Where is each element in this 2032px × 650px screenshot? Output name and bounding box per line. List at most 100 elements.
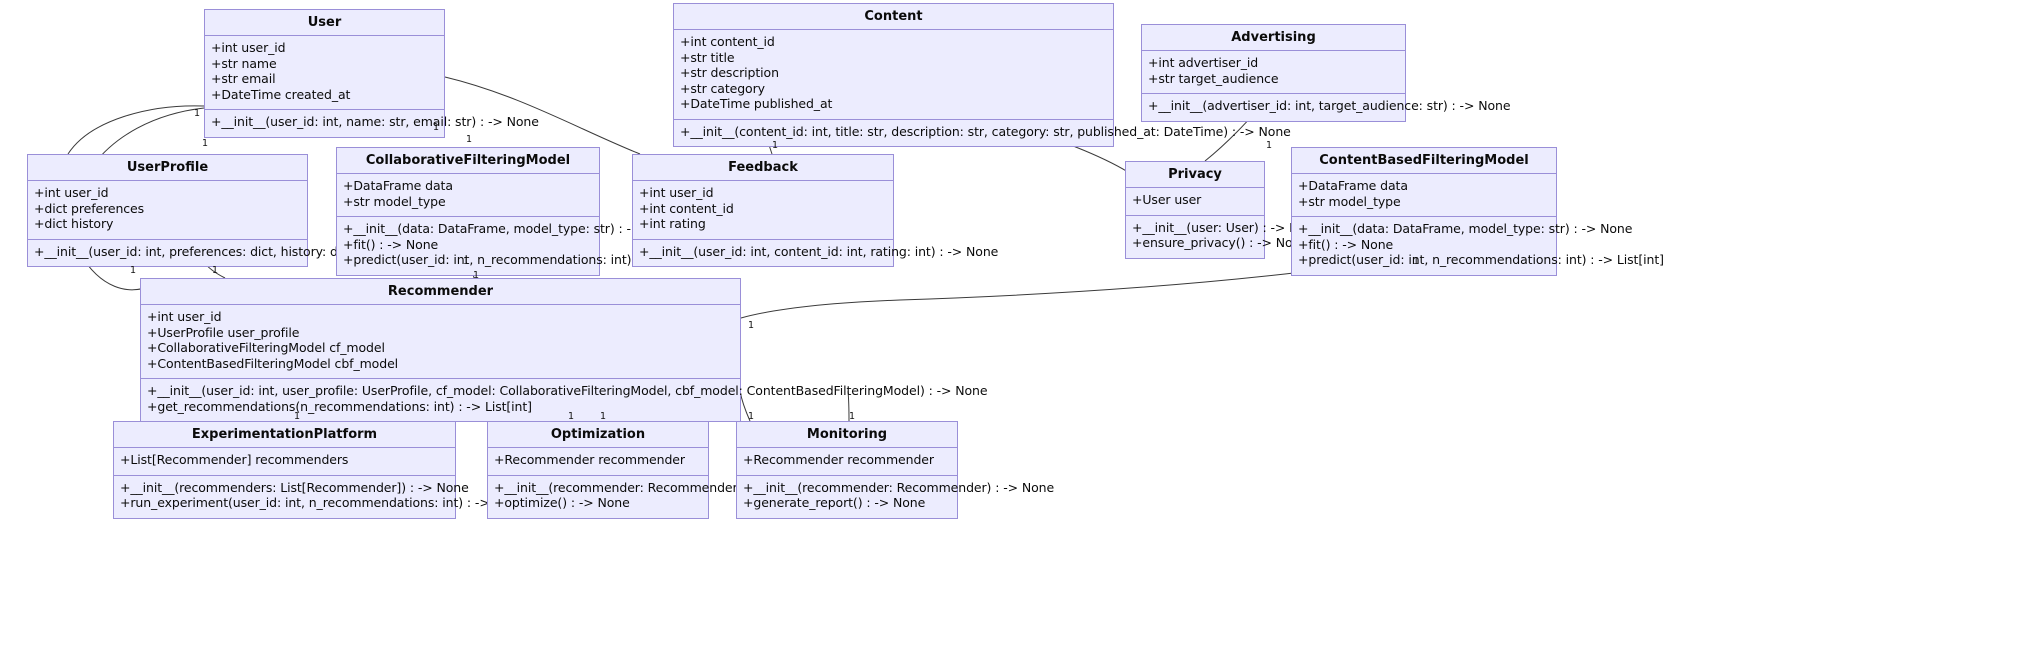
multiplicity-label: 1 bbox=[433, 122, 440, 133]
multiplicity-label: 1 bbox=[1413, 256, 1420, 267]
uml-attributes-recommender: +int user_id+UserProfile user_profile+Co… bbox=[141, 305, 740, 379]
uml-class-privacy[interactable]: Privacy+User user+__init__(user: User) :… bbox=[1125, 161, 1322, 259]
uml-attribute: +int user_id bbox=[211, 40, 286, 55]
uml-attribute: +dict history bbox=[34, 216, 114, 231]
uml-attribute: +UserProfile user_profile bbox=[147, 324, 300, 340]
uml-class-name-cbfmodel: ContentBasedFilteringModel bbox=[1292, 148, 1556, 174]
uml-methods-optimization: +__init__(recommender: Recommender) : ->… bbox=[488, 476, 806, 518]
multiplicity-label: 1 bbox=[849, 411, 856, 422]
uml-attributes-content: +int content_id+str title+str descriptio… bbox=[674, 30, 1113, 120]
uml-methods-cfmodel: +__init__(data: DataFrame, model_type: s… bbox=[337, 217, 709, 275]
multiplicity-label: 1 bbox=[600, 411, 607, 422]
uml-attribute: +int advertiser_id bbox=[1148, 55, 1259, 70]
uml-methods-user: +__init__(user_id: int, name: str, email… bbox=[205, 110, 539, 137]
uml-attribute: +int user_id bbox=[147, 309, 222, 324]
uml-class-experimentationplatform[interactable]: ExperimentationPlatform +List[Recommender… bbox=[113, 421, 599, 519]
uml-method: +__init__(content_id: int, title: str, d… bbox=[680, 123, 1291, 139]
uml-attribute: +int content_id bbox=[680, 34, 775, 49]
uml-attributes-advertising: +int advertiser_id+str target_audience bbox=[1142, 51, 1405, 94]
uml-attribute: +str title bbox=[680, 49, 735, 65]
uml-class-name-cfmodel: CollaborativeFilteringModel bbox=[337, 148, 599, 174]
multiplicity-label: 1 bbox=[473, 270, 480, 281]
multiplicity-label: 1 bbox=[772, 140, 779, 151]
uml-class-cbfmodel[interactable]: ContentBasedFilteringModel+DataFrame dat… bbox=[1291, 147, 1664, 276]
uml-method: +predict(user_id: int, n_recommendations… bbox=[1298, 252, 1664, 267]
uml-attribute: +User user bbox=[1132, 192, 1202, 207]
uml-method: +__init__(recommender: Recommender) : ->… bbox=[494, 479, 806, 495]
uml-class-userprofile[interactable]: UserProfile+int user_id+dict preferences… bbox=[27, 154, 421, 267]
uml-methods-recommender: +__init__(user_id: int, user_profile: Us… bbox=[141, 379, 988, 421]
uml-attribute: +Recommender recommender bbox=[743, 452, 934, 467]
uml-methods-advertising: +__init__(advertiser_id: int, target_aud… bbox=[1142, 94, 1511, 121]
uml-method: +fit() : -> None bbox=[1298, 236, 1394, 252]
uml-attribute: +DateTime published_at bbox=[680, 96, 833, 111]
uml-class-feedback[interactable]: Feedback+int user_id+int content_id+int … bbox=[632, 154, 999, 267]
uml-methods-cbfmodel: +__init__(data: DataFrame, model_type: s… bbox=[1292, 217, 1664, 275]
uml-method: +__init__(recommender: Recommender) : ->… bbox=[743, 479, 1055, 495]
uml-attribute: +List[Recommender] recommenders bbox=[120, 452, 349, 467]
uml-method: +optimize() : -> None bbox=[494, 495, 630, 510]
uml-class-name-recommender: Recommender bbox=[141, 279, 740, 305]
uml-class-name-userprofile: UserProfile bbox=[28, 155, 307, 181]
uml-class-name-optimization: Optimization bbox=[488, 422, 708, 448]
uml-class-cfmodel[interactable]: CollaborativeFilteringModel+DataFrame da… bbox=[336, 147, 709, 276]
uml-method: +__init__(data: DataFrame, model_type: s… bbox=[343, 221, 678, 236]
uml-method: +run_experiment(user_id: int, n_recommen… bbox=[120, 495, 599, 510]
uml-methods-feedback: +__init__(user_id: int, content_id: int,… bbox=[633, 240, 999, 267]
uml-attribute: +str model_type bbox=[1298, 193, 1401, 209]
uml-method: +__init__(user: User) : -> None bbox=[1132, 219, 1322, 235]
multiplicity-label: 1 bbox=[294, 411, 301, 422]
multiplicity-label: 1 bbox=[130, 265, 137, 276]
uml-attribute: +Recommender recommender bbox=[494, 452, 685, 467]
uml-method: +fit() : -> None bbox=[343, 236, 439, 252]
uml-attribute: +DataFrame data bbox=[343, 178, 453, 193]
uml-attributes-user: +int user_id+str name+str email+DateTime… bbox=[205, 36, 444, 110]
uml-attributes-cfmodel: +DataFrame data+str model_type bbox=[337, 174, 599, 217]
uml-class-name-advertising: Advertising bbox=[1142, 25, 1405, 51]
uml-class-name-content: Content bbox=[674, 4, 1113, 30]
uml-class-recommender[interactable]: Recommender+int user_id+UserProfile user… bbox=[140, 278, 988, 422]
uml-methods-userprofile: +__init__(user_id: int, preferences: dic… bbox=[28, 240, 421, 267]
edge-user-userprofile bbox=[67, 105, 205, 155]
uml-class-optimization[interactable]: Optimization +Recommender recommender +__i… bbox=[487, 421, 806, 519]
uml-class-advertising[interactable]: Advertising+int advertiser_id+str target… bbox=[1141, 24, 1511, 122]
uml-attribute: +CollaborativeFilteringModel cf_model bbox=[147, 340, 385, 355]
uml-attribute: +str name bbox=[211, 55, 277, 71]
multiplicity-label: 1 bbox=[202, 138, 209, 149]
uml-methods-content: +__init__(content_id: int, title: str, d… bbox=[674, 120, 1291, 147]
uml-attributes-feedback: +int user_id+int content_id+int rating bbox=[633, 181, 893, 240]
uml-method: +generate_report() : -> None bbox=[743, 495, 926, 510]
uml-class-monitoring[interactable]: Monitoring+Recommender recommender+__ini… bbox=[736, 421, 1055, 519]
uml-method: +__init__(advertiser_id: int, target_aud… bbox=[1148, 98, 1511, 113]
uml-attribute: +int content_id bbox=[639, 200, 734, 216]
multiplicity-label: 1 bbox=[1266, 140, 1273, 151]
uml-attributes-experimentationplatform: +List[Recommender] recommenders bbox=[114, 448, 455, 476]
uml-class-name-experimentationplatform: ExperimentationPlatform bbox=[114, 422, 455, 448]
uml-attribute: +str target_audience bbox=[1148, 70, 1279, 86]
uml-class-content[interactable]: Content+int content_id+str title+str des… bbox=[673, 3, 1291, 147]
multiplicity-label: 1 bbox=[748, 411, 755, 422]
uml-attribute: +str model_type bbox=[343, 193, 446, 209]
uml-attribute: +int user_id bbox=[34, 185, 109, 200]
uml-attributes-privacy: +User user bbox=[1126, 188, 1264, 216]
multiplicity-label: 1 bbox=[568, 411, 575, 422]
multiplicity-label: 1 bbox=[212, 265, 219, 276]
multiplicity-label: 1 bbox=[466, 134, 473, 145]
uml-attributes-userprofile: +int user_id+dict preferences+dict histo… bbox=[28, 181, 307, 240]
uml-method: +__init__(user_id: int, name: str, email… bbox=[211, 114, 539, 129]
uml-attribute: +ContentBasedFilteringModel cbf_model bbox=[147, 355, 399, 371]
uml-method: +predict(user_id: int, n_recommendations… bbox=[343, 252, 709, 267]
uml-attributes-cbfmodel: +DataFrame data+str model_type bbox=[1292, 174, 1556, 217]
uml-attribute: +dict preferences bbox=[34, 200, 145, 216]
uml-method: +get_recommendations(n_recommendations: … bbox=[147, 398, 532, 414]
uml-attribute: +str category bbox=[680, 80, 765, 96]
uml-methods-monitoring: +__init__(recommender: Recommender) : ->… bbox=[737, 476, 1055, 518]
uml-methods-experimentationplatform: +__init__(recommenders: List[Recommender… bbox=[114, 476, 599, 518]
uml-class-user[interactable]: User+int user_id+str name+str email+Date… bbox=[204, 9, 539, 138]
uml-attribute: +DateTime created_at bbox=[211, 86, 351, 102]
uml-method: +__init__(user_id: int, preferences: dic… bbox=[34, 243, 421, 259]
uml-method: +__init__(user_id: int, user_profile: Us… bbox=[147, 383, 988, 398]
uml-attribute: +str email bbox=[211, 71, 276, 86]
multiplicity-label: 1 bbox=[194, 108, 201, 119]
uml-method: +__init__(user_id: int, content_id: int,… bbox=[639, 243, 999, 259]
